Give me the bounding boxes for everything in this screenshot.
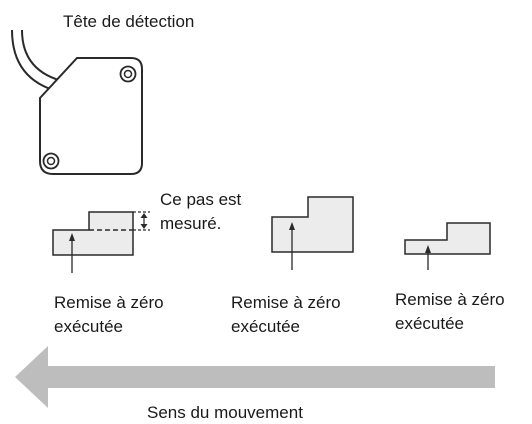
reset-point-arrow [289,222,295,270]
step-measured-label-line1: Ce pas est [160,190,242,209]
workpiece-2 [271,196,354,253]
step-height-dimension-arrow [140,213,148,229]
sensor-head-label: Tête de détection [63,12,195,31]
movement-direction-arrow [15,346,495,408]
mounting-hole-icon [42,152,60,170]
workpiece-1 [52,211,150,256]
sensor-head [39,57,143,175]
mounting-hole-icon [119,65,137,83]
reset-label-2-line2: exécutée [231,317,300,336]
reset-point-arrow [69,233,75,273]
workpiece-3 [404,222,491,255]
step-measured-label-line2: mesuré. [160,214,222,233]
reset-label-2-line1: Remise à zéro [231,293,341,312]
reset-label-1-line2: exécutée [54,317,123,336]
reset-point-arrow [425,245,431,270]
reset-label-3-line1: Remise à zéro [395,290,505,309]
reset-label-1-line1: Remise à zéro [54,293,164,312]
reset-label-3-line2: exécutée [395,314,464,333]
movement-direction-label: Sens du mouvement [147,403,303,422]
